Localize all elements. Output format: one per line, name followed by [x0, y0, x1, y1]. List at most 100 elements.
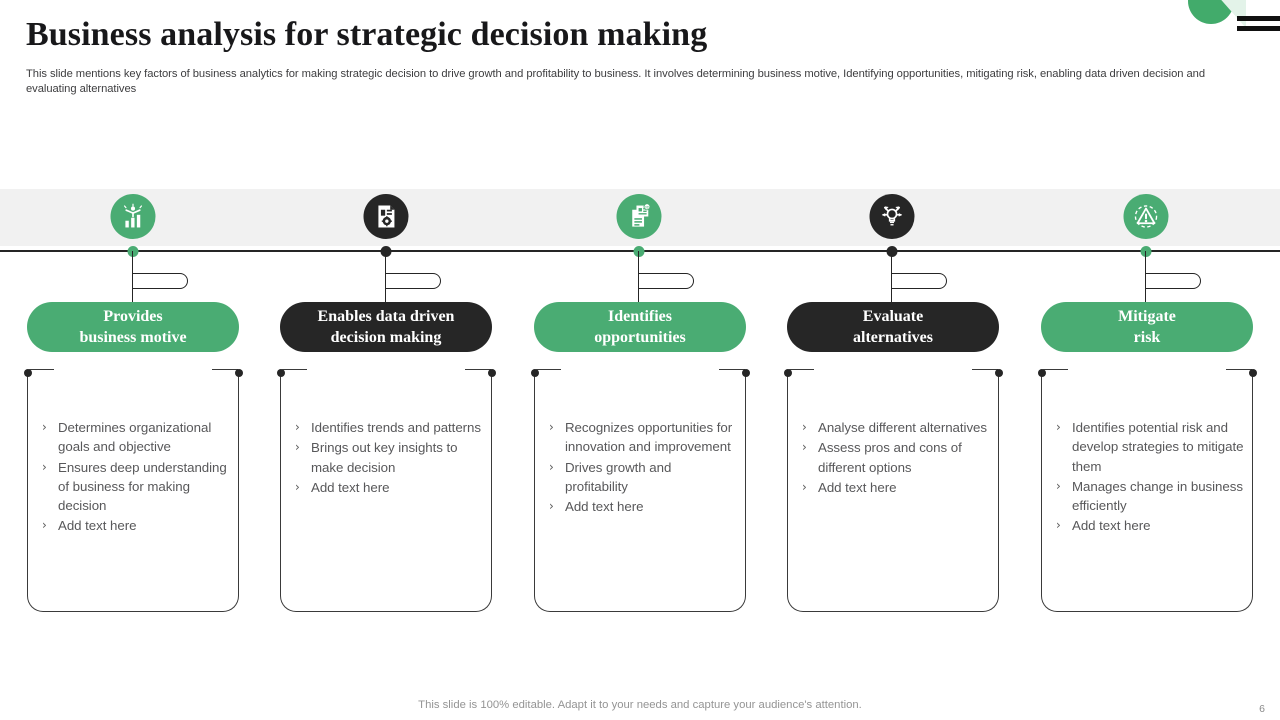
bullet-text: Identifies potential risk and develop st… [1072, 420, 1244, 474]
decoration-triangle [1216, 0, 1246, 28]
stage-card-bullets-2: › Identifies trends and patterns › Bring… [295, 418, 483, 498]
chevron-bullet-icon: › [802, 440, 807, 455]
stage-title-line1-4: Evaluate [862, 308, 924, 325]
person-growth-chart-icon-badge[interactable] [110, 194, 156, 239]
stage-title-line1-3: Identifies [607, 308, 672, 325]
bullet-text: Drives growth and profitability [565, 459, 672, 494]
stage-title-line2-4: alternatives [853, 329, 933, 346]
svg-text:3D: 3D [645, 205, 650, 209]
bullet-text: Manages change in business efficiently [1072, 478, 1243, 514]
chevron-bullet-icon: › [549, 420, 554, 434]
stage-title-line1-1: Provides [103, 308, 163, 325]
bullet-item: › Assess pros and cons of different opti… [802, 438, 990, 477]
chevron-bullet-icon: › [549, 499, 554, 514]
stage-card-bullets-3: › Recognizes opportunities for innovatio… [549, 418, 737, 517]
stage-title-text-1: Provides business motive [79, 306, 186, 348]
bullet-text: Identifies trends and patterns [311, 420, 481, 435]
chevron-bullet-icon: › [549, 459, 554, 474]
bullet-item: › Add text here [802, 478, 990, 497]
page-title: Business analysis for strategic decision… [26, 16, 708, 53]
page-number: 6 [1259, 703, 1265, 715]
bullet-item: › Add text here [42, 516, 230, 535]
stage-card-bullets-5: › Identifies potential risk and develop … [1056, 418, 1244, 537]
footer-note: This slide is 100% editable. Adapt it to… [418, 699, 862, 711]
chevron-bullet-icon: › [295, 479, 300, 494]
stage-title-text-4: Evaluate alternatives [853, 306, 933, 348]
person-growth-chart-icon [120, 203, 147, 230]
stage-card-2: › Identifies trends and patterns › Bring… [276, 369, 496, 612]
stage-title-line2-3: opportunities [594, 329, 686, 346]
stage-title-text-2: Enables data driven decision making [318, 306, 455, 348]
stage-title-pill-4[interactable]: Evaluate alternatives [787, 302, 999, 352]
bullet-text: Brings out key insights to make decision [311, 440, 458, 475]
data-document-gear-icon [373, 203, 400, 230]
chevron-bullet-icon: › [802, 420, 807, 434]
slide-header: Business analysis for strategic decision… [26, 14, 1240, 97]
stage-card-1: › Determines organizational goals and ob… [23, 369, 243, 612]
stage-title-text-3: Identifies opportunities [594, 306, 686, 348]
chevron-bullet-icon: › [295, 440, 300, 455]
connector-1 [132, 251, 192, 303]
stage-title-pill-3[interactable]: Identifies opportunities [534, 302, 746, 352]
connector-hook-5 [1145, 273, 1201, 289]
bullet-item: › Add text here [295, 478, 483, 497]
bullet-item: › Add text here [549, 497, 737, 516]
bullet-text: Add text here [565, 499, 644, 515]
bullet-text: Add text here [58, 518, 137, 534]
data-document-gear-icon-badge[interactable] [363, 194, 409, 239]
stage-title-text-5: Mitigate risk [1118, 306, 1176, 348]
connector-hook-2 [385, 273, 441, 289]
connector-3 [638, 251, 698, 303]
bullet-item: › Determines organizational goals and ob… [42, 418, 230, 457]
risk-warning-shield-icon [1133, 203, 1160, 230]
bullet-item: › Recognizes opportunities for innovatio… [549, 418, 737, 457]
chevron-bullet-icon: › [1056, 420, 1061, 434]
chevron-bullet-icon: › [1056, 518, 1061, 533]
bullet-item: › Identifies trends and patterns [295, 418, 483, 437]
connector-hook-4 [891, 273, 947, 289]
chevron-bullet-icon: › [42, 518, 47, 533]
chevron-bullet-icon: › [802, 479, 807, 494]
stage-card-4: › Analyse different alternatives › Asses… [783, 369, 1003, 612]
stage-title-line2-2: decision making [330, 329, 442, 346]
lightbulb-arrows-icon [879, 203, 906, 230]
document-checklist-icon-badge[interactable]: 3D [616, 194, 662, 239]
connector-5 [1145, 251, 1205, 303]
connector-hook-3 [638, 273, 694, 289]
bullet-text: Analyse different alternatives [818, 420, 987, 435]
stage-title-line1-5: Mitigate [1118, 308, 1176, 325]
bullet-text: Determines organizational goals and obje… [58, 420, 212, 455]
stage-title-line1-2: Enables data driven [317, 308, 455, 325]
connector-hook-1 [132, 273, 188, 289]
stage-title-line2-1: business motive [79, 329, 187, 346]
lightbulb-arrows-icon-badge[interactable] [869, 194, 915, 239]
chevron-bullet-icon: › [1056, 478, 1061, 493]
bullet-item: › Brings out key insights to make decisi… [295, 438, 483, 477]
bullet-item: › Analyse different alternatives [802, 418, 990, 437]
stage-title-pill-1[interactable]: Provides business motive [27, 302, 239, 352]
connector-4 [891, 251, 951, 303]
bullet-text: Recognizes opportunities for innovation … [565, 420, 733, 455]
bullet-item: › Drives growth and profitability [549, 458, 737, 497]
document-checklist-icon: 3D [626, 203, 653, 230]
page-subtitle: This slide mentions key factors of busin… [26, 68, 1206, 95]
corner-decoration [1180, 0, 1280, 48]
bullet-text: Add text here [311, 479, 390, 495]
decoration-bar-bottom [1237, 26, 1280, 31]
chevron-bullet-icon: › [295, 420, 300, 434]
stage-title-pill-5[interactable]: Mitigate risk [1041, 302, 1253, 352]
bullet-text: Assess pros and cons of different option… [818, 440, 962, 475]
bullet-text: Add text here [1072, 518, 1151, 534]
bullet-item: › Manages change in business efficiently [1056, 477, 1244, 516]
bullet-item: › Add text here [1056, 516, 1244, 535]
bullet-item: › Ensures deep understanding of business… [42, 458, 230, 516]
stage-title-line2-5: risk [1133, 329, 1161, 346]
chevron-bullet-icon: › [42, 420, 47, 434]
stage-card-bullets-4: › Analyse different alternatives › Asses… [802, 418, 990, 498]
stage-card-3: › Recognizes opportunities for innovatio… [530, 369, 750, 612]
stage-title-pill-2[interactable]: Enables data driven decision making [280, 302, 492, 352]
connector-2 [385, 251, 445, 303]
bullet-text: Ensures deep understanding of business f… [58, 459, 227, 514]
risk-warning-shield-icon-badge[interactable] [1123, 194, 1169, 239]
bullet-text: Add text here [818, 479, 897, 495]
